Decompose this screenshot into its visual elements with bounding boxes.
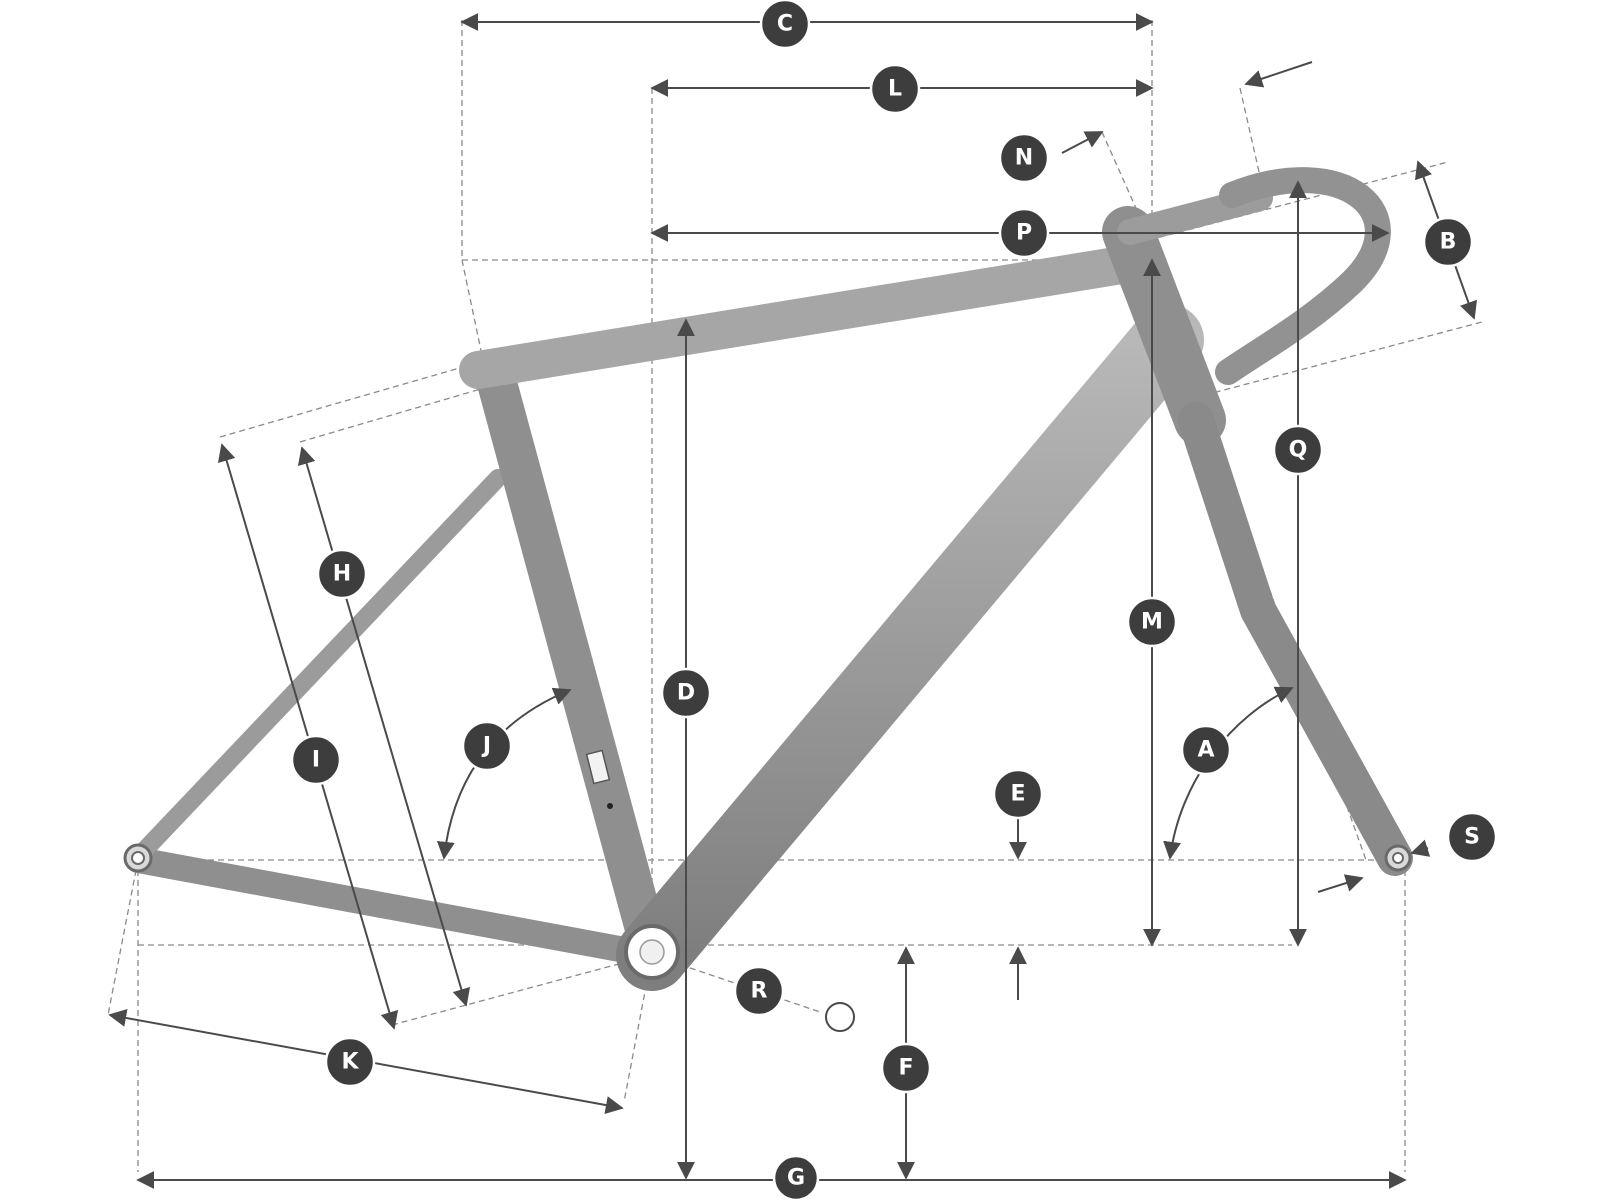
label-badge-i: I bbox=[290, 734, 342, 786]
label-badge-c: C bbox=[759, 0, 811, 50]
label-badge-h: H bbox=[316, 548, 368, 600]
label-badge-b: B bbox=[1422, 216, 1474, 268]
label-badge-p: P bbox=[998, 207, 1050, 259]
label-b-text: B bbox=[1440, 230, 1457, 255]
label-n-text: N bbox=[1015, 146, 1033, 171]
label-h-text: H bbox=[333, 562, 351, 587]
label-i-text: I bbox=[312, 748, 320, 773]
label-g-text: G bbox=[787, 1166, 805, 1191]
reference-point bbox=[825, 1002, 855, 1032]
label-f-text: F bbox=[898, 1056, 913, 1081]
label-badge-m: M bbox=[1126, 596, 1178, 648]
label-badge-k: K bbox=[324, 1036, 376, 1088]
label-a-text: A bbox=[1197, 738, 1214, 763]
label-r-text: R bbox=[751, 979, 768, 1004]
label-badge-f: F bbox=[880, 1042, 932, 1094]
label-badge-a: A bbox=[1180, 724, 1232, 776]
label-c-text: C bbox=[777, 12, 793, 37]
label-s-text: S bbox=[1464, 825, 1480, 850]
label-badge-n: N bbox=[998, 132, 1050, 184]
label-badge-s: S bbox=[1446, 811, 1498, 863]
label-badge-j: J bbox=[461, 720, 513, 772]
label-badge-g: G bbox=[772, 1154, 820, 1200]
label-j-text: J bbox=[481, 734, 491, 759]
label-badge-l: L bbox=[869, 63, 921, 115]
label-l-text: L bbox=[888, 77, 902, 102]
label-badge-r: R bbox=[733, 965, 785, 1017]
label-d-text: D bbox=[677, 681, 695, 706]
label-badge-d: D bbox=[660, 667, 712, 719]
bike-frame bbox=[123, 167, 1413, 991]
label-badge-q: Q bbox=[1272, 424, 1324, 476]
label-m-text: M bbox=[1141, 610, 1163, 635]
label-q-text: Q bbox=[1289, 438, 1308, 463]
label-k-text: K bbox=[341, 1050, 359, 1075]
label-badge-e: E bbox=[992, 768, 1044, 820]
label-e-text: E bbox=[1010, 782, 1025, 807]
label-p-text: P bbox=[1016, 221, 1032, 246]
